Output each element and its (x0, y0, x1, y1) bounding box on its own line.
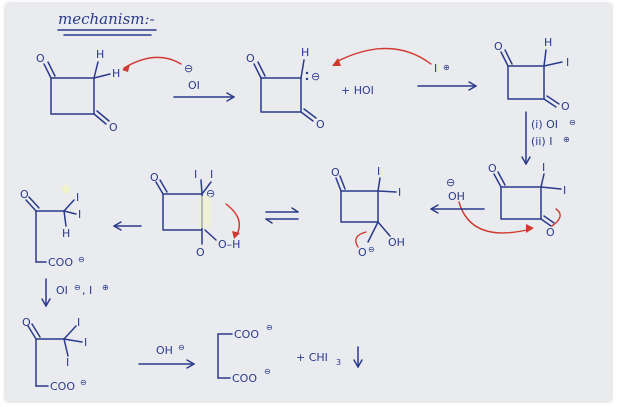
svg-text:I: I (76, 191, 79, 204)
svg-text:O: O (109, 121, 118, 134)
svg-text:⊖: ⊖ (178, 343, 185, 352)
svg-text:O: O (546, 226, 555, 239)
arrow-carbonyl-push (551, 208, 561, 227)
step-ii-label: (ii) I (531, 135, 552, 148)
svg-text:O: O (22, 316, 31, 329)
svg-text:I: I (77, 316, 80, 329)
arrow-hydroxide-attack (458, 201, 532, 234)
molecule-1-dione: O O H H (36, 48, 120, 134)
molecule-7-open-chain: O I I H COO ⊖ (20, 185, 85, 269)
svg-text:COO: COO (48, 256, 73, 269)
arrow-alkoxide-collapse (355, 231, 367, 248)
product-iodoform: + CHI (296, 351, 328, 364)
svg-text:I: I (542, 161, 545, 174)
step-oi-label: OI (56, 284, 68, 297)
svg-text:⊖: ⊖ (569, 118, 576, 127)
product-malonate: COO ⊖ COO ⊖ (217, 323, 273, 385)
reagent-oh-final: OH (156, 344, 173, 357)
molecule-3-monoiodo: O O H I (494, 36, 570, 113)
svg-text:COO: COO (232, 372, 257, 385)
svg-text:H: H (62, 227, 70, 240)
svg-text:I: I (66, 356, 69, 369)
reagent-hypoiodite-charge: ⊖ (184, 62, 193, 75)
svg-text:O: O (494, 40, 503, 53)
svg-text:⊕: ⊕ (563, 135, 570, 144)
svg-text:⊖: ⊖ (78, 255, 85, 264)
reagent-hydroxide: OH (448, 190, 465, 203)
svg-text:I: I (563, 184, 566, 197)
svg-text:⊖: ⊖ (80, 378, 87, 387)
svg-text:O: O (488, 162, 497, 175)
paper-sheet: mechanism:- O O H H ⊖ OI O O H ⊖ + HOI (6, 4, 611, 401)
iodoform-subscript: 3 (336, 358, 341, 367)
svg-text:O: O (331, 166, 340, 179)
svg-text:⊖: ⊖ (206, 187, 215, 200)
svg-text:O: O (150, 171, 159, 184)
svg-text:I: I (377, 165, 380, 178)
svg-text:⊖: ⊖ (368, 245, 375, 254)
svg-text:I: I (194, 168, 197, 181)
mechanism-diagram: mechanism:- O O H H ⊖ OI O O H ⊖ + HOI (20, 10, 576, 393)
svg-text:H: H (112, 67, 120, 80)
svg-text:H: H (301, 46, 309, 59)
step-i-label: (i) OI (531, 118, 558, 131)
molecule-4-diiodo: O O I I (488, 161, 566, 239)
svg-text:O: O (246, 52, 255, 65)
svg-text:COO: COO (50, 380, 75, 393)
svg-text:OH: OH (388, 236, 405, 249)
arrow-deprotonation (123, 56, 182, 69)
molecule-8-triiodo: O I I I COO ⊖ (22, 316, 87, 393)
reagent-iodonium: I (434, 62, 437, 75)
svg-text:H: H (544, 36, 552, 49)
reagent-hypoiodite: OI (188, 79, 200, 92)
svg-text:I: I (78, 208, 81, 221)
svg-text:O–H: O–H (218, 238, 240, 251)
svg-text:⊖: ⊖ (311, 70, 320, 83)
svg-text:O: O (20, 188, 29, 201)
svg-text:O: O (358, 246, 367, 259)
byproduct-hoi: + HOI (341, 84, 374, 97)
svg-text:⊖: ⊖ (266, 323, 273, 332)
svg-text:COO: COO (234, 328, 259, 341)
svg-text:I: I (398, 186, 401, 199)
svg-text:O: O (561, 100, 570, 113)
svg-text:I: I (210, 168, 213, 181)
reagent-iodonium-charge: ⊕ (443, 63, 450, 72)
molecule-6-cleavage: O I I ⊖ O O–H (150, 168, 240, 259)
svg-text:, I: , I (82, 284, 92, 297)
svg-text:O: O (36, 52, 45, 65)
arrow-iodination (335, 47, 432, 65)
molecule-2-carbanion: O O H ⊖ (246, 46, 325, 131)
title: mechanism:- (58, 10, 155, 28)
svg-text:⊖: ⊖ (446, 176, 455, 189)
svg-text:⊖: ⊖ (264, 367, 271, 376)
svg-text:H: H (96, 48, 104, 61)
svg-text:I: I (84, 336, 87, 349)
svg-text:⊕: ⊕ (102, 283, 109, 292)
svg-text:O: O (316, 118, 325, 131)
svg-text:⊖: ⊖ (74, 283, 81, 292)
svg-text:O: O (196, 246, 205, 259)
molecule-5-tetrahedral: O I I OH O ⊖ (331, 165, 405, 259)
svg-text:I: I (566, 56, 569, 69)
